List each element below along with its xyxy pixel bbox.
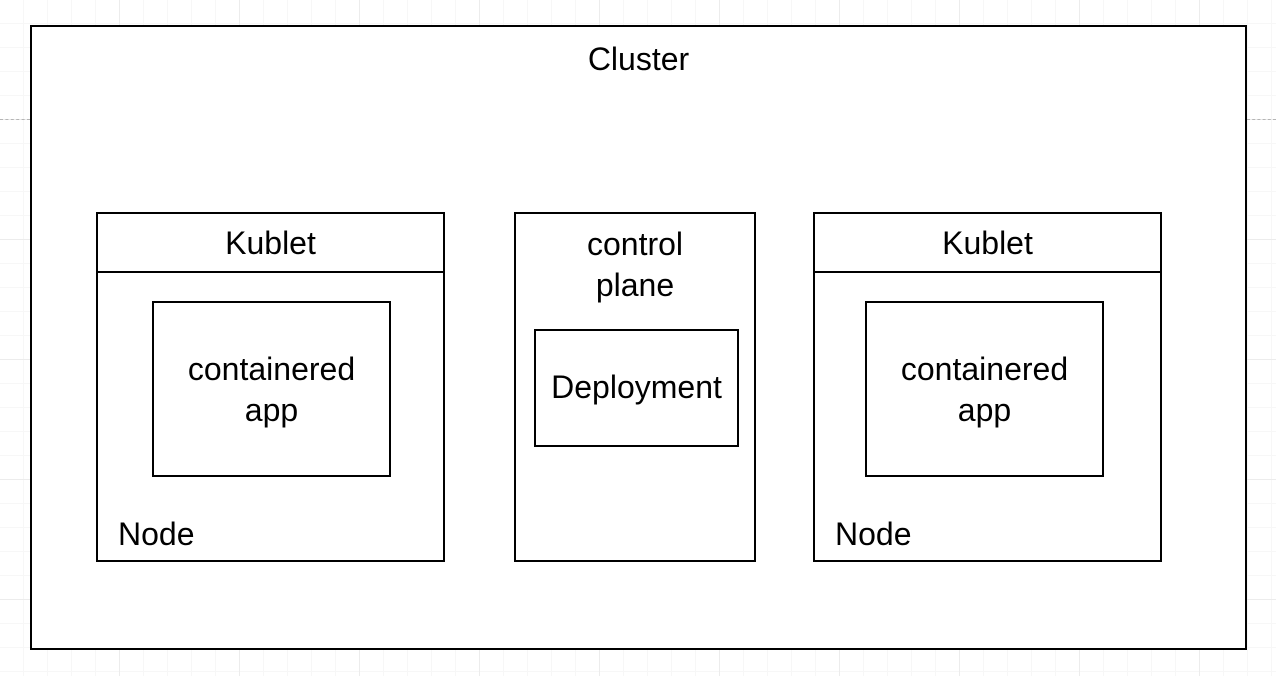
node-label-right: Node	[835, 516, 912, 552]
control-plane-label: control plane	[586, 226, 684, 303]
node-label-left: Node	[118, 516, 195, 552]
deployment-box[interactable]: Deployment	[534, 329, 739, 447]
node-box-left[interactable]: Kublet containered app Node	[96, 212, 445, 562]
kublet-label-left: Kublet	[225, 225, 316, 261]
containered-app-label-left: containered app	[187, 351, 356, 428]
containered-app-label-right: containered app	[900, 351, 1069, 428]
guide-line-right	[1247, 119, 1276, 120]
cluster-title: Cluster	[587, 41, 690, 77]
guide-line-left	[0, 119, 30, 120]
node-box-right[interactable]: Kublet containered app Node	[813, 212, 1162, 562]
kublet-header-left[interactable]: Kublet	[98, 214, 443, 273]
deployment-label: Deployment	[551, 369, 722, 405]
containered-app-box-right[interactable]: containered app	[865, 301, 1104, 477]
kublet-label-right: Kublet	[942, 225, 1033, 261]
containered-app-box-left[interactable]: containered app	[152, 301, 391, 477]
kublet-header-right[interactable]: Kublet	[815, 214, 1160, 273]
control-plane-box[interactable]: control plane Deployment	[514, 212, 756, 562]
